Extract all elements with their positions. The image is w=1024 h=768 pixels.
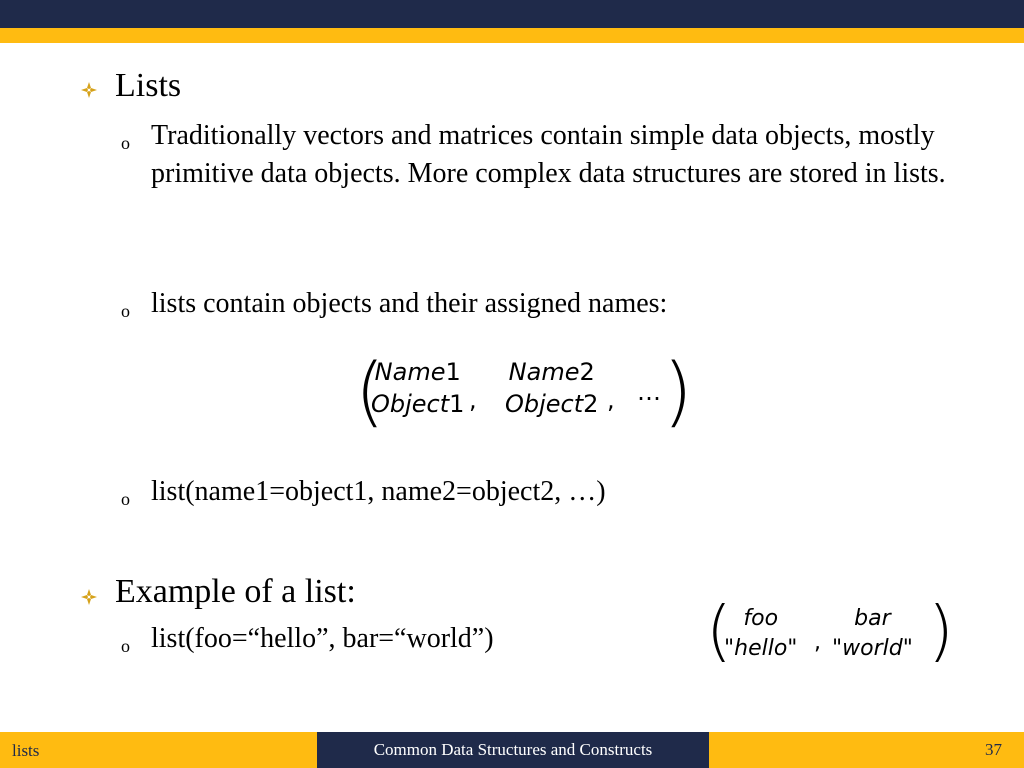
circle-bullet-icon: o (121, 636, 130, 656)
header-accent-stripe (0, 28, 1024, 43)
circle-bullet-icon: o (121, 133, 130, 153)
formula-example-pair-1: foo "hello" (724, 606, 798, 661)
formula-pair-2: Name2 Object2 (505, 358, 599, 418)
sub-bullet-names: lists contain objects and their assigned… (151, 288, 668, 319)
formula-example-pair-2: bar "world" (832, 606, 913, 661)
circle-bullet-icon: o (121, 301, 130, 321)
formula-pair-1: Name1 Object1 (371, 358, 465, 418)
header-band (0, 0, 1024, 28)
footer-presentation-title: Common Data Structures and Constructs (317, 732, 709, 768)
diamond-bullet-icon (81, 589, 97, 605)
circle-bullet-icon: o (121, 489, 130, 509)
sub-bullet-list-syntax: list(name1=object1, name2=object2, …) (151, 476, 606, 507)
footer-section-label: lists (0, 732, 317, 768)
list-formula-example: ( foo "hello" , bar "world" ) (706, 592, 954, 669)
sub-bullet-example-code: list(foo=“hello”, bar=“world”) (151, 623, 494, 654)
bullet-lists: Lists (115, 67, 182, 104)
list-formula-general: ( Name1 Object1 , Name2 Object2 , … ) (355, 346, 693, 435)
formula-ellipsis: … (637, 378, 661, 406)
footer-page-number: 37 (709, 732, 1024, 768)
sub-bullet-traditional: Traditionally vectors and matrices conta… (151, 120, 946, 189)
footer: lists Common Data Structures and Constru… (0, 732, 1024, 768)
diamond-bullet-icon (81, 82, 97, 98)
bullet-example: Example of a list: (115, 573, 356, 610)
